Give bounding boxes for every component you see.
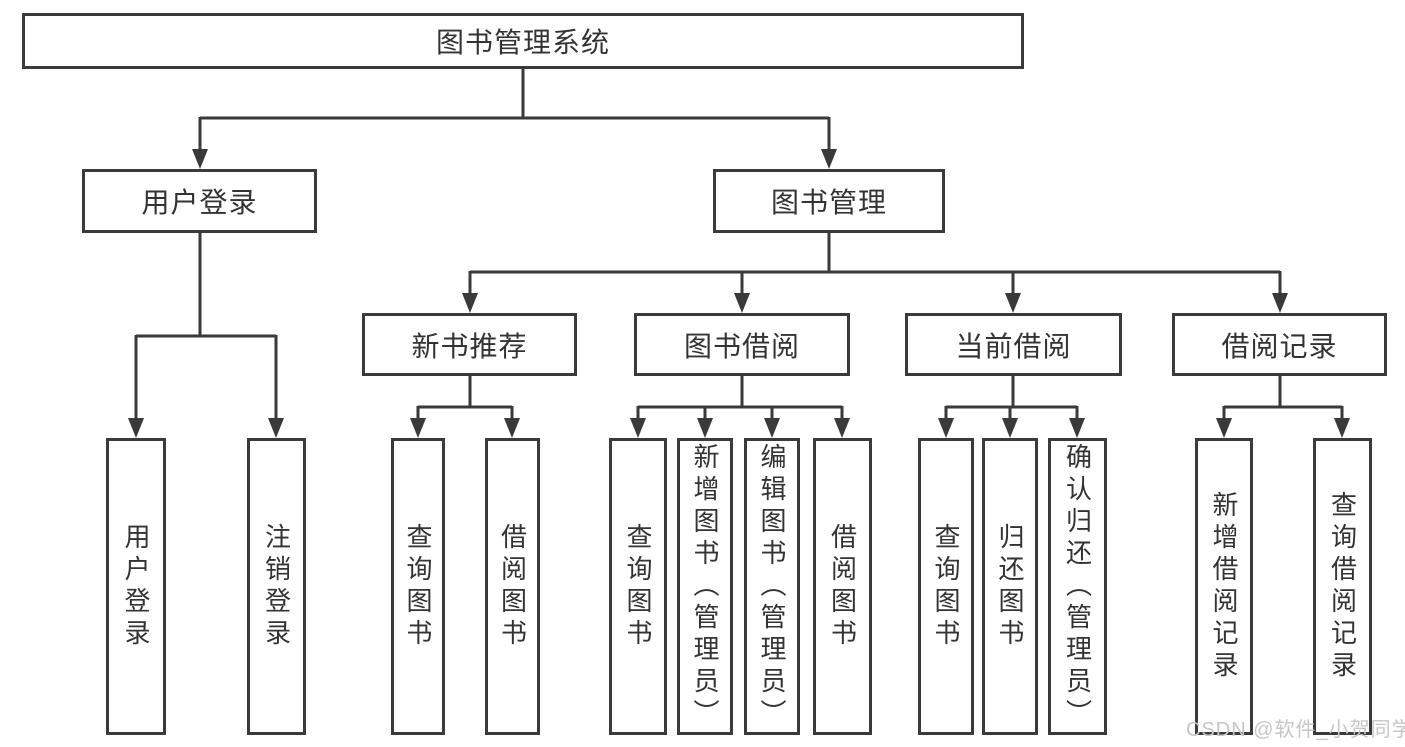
leaf-label: 确认归还（管理员） [1062,442,1093,731]
leaf-label: 新增图书（管理员） [690,442,720,731]
leaf-query-books-current: 查询图书 [918,438,974,735]
leaf-return-books: 归还图书 [982,438,1038,735]
node-user-login: 用户登录 [82,169,317,233]
leaf-confirm-return-admin: 确认归还（管理员） [1048,438,1107,735]
leaf-add-books-admin: 新增图书（管理员） [677,438,733,735]
leaf-borrow-books-recommend: 借阅图书 [485,438,540,735]
node-borrowing-records: 借阅记录 [1172,313,1387,376]
watermark: CSDN @软件_小贺同学 [1186,719,1405,741]
leaf-label: 用户登录 [121,522,151,651]
leaf-label: 新增借阅记录 [1209,490,1239,683]
node-book-borrowing: 图书借阅 [634,313,850,376]
leaf-label: 编辑图书（管理员） [757,442,787,731]
leaf-label: 注销登录 [261,522,292,651]
leaf-label: 归还图书 [995,522,1025,651]
leaf-borrow-books-borrowing: 借阅图书 [813,438,872,735]
leaf-logout: 注销登录 [247,438,306,735]
leaf-label: 查询图书 [623,522,653,651]
leaf-label: 查询借阅记录 [1327,490,1358,683]
node-current-borrowing: 当前借阅 [905,313,1122,376]
leaf-query-borrow-record: 查询借阅记录 [1313,438,1372,735]
leaf-label: 查询图书 [403,522,433,651]
arrowheads [128,149,1350,438]
node-new-book-recommend: 新书推荐 [362,313,577,376]
leaf-edit-books-admin: 编辑图书（管理员） [744,438,800,735]
leaf-user-login: 用户登录 [106,438,166,735]
node-library-system: 图书管理系统 [22,13,1024,69]
leaf-query-books-borrowing: 查询图书 [609,438,667,735]
leaf-label: 查询图书 [931,522,961,651]
leaf-label: 借阅图书 [497,522,528,651]
node-book-management: 图书管理 [713,169,945,233]
leaf-query-books-recommend: 查询图书 [391,438,445,735]
leaf-add-borrow-record: 新增借阅记录 [1195,438,1253,735]
leaf-label: 借阅图书 [827,522,858,651]
